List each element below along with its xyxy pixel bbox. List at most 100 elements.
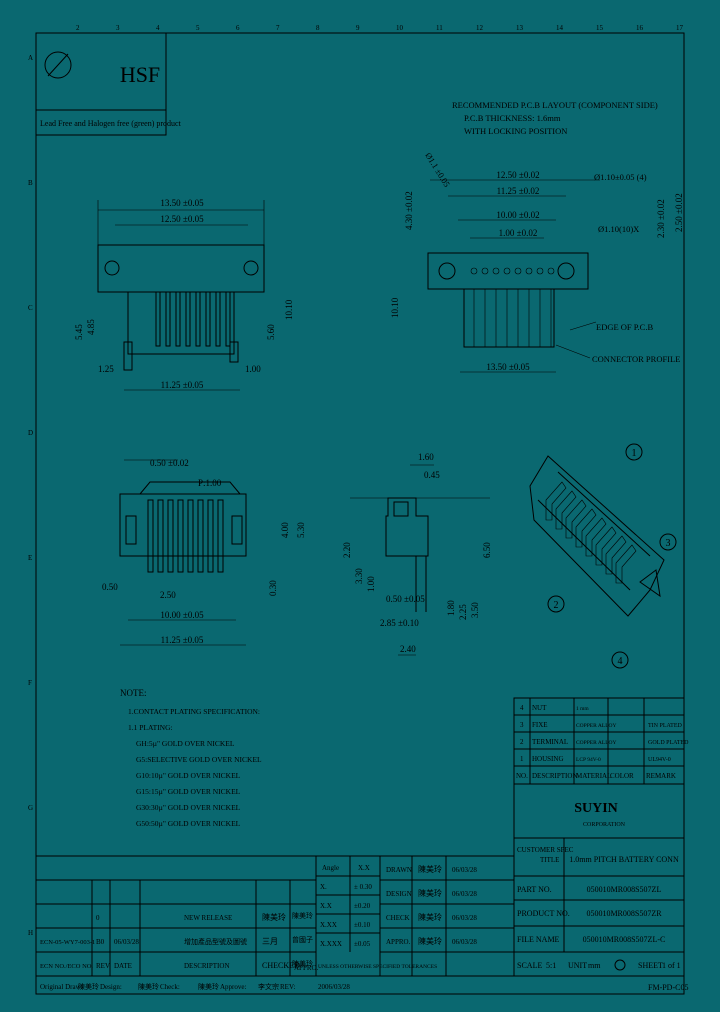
note-line: G50:50µ" GOLD OVER NICKEL bbox=[136, 819, 241, 828]
iso-terminal bbox=[585, 517, 607, 557]
rev-desc: DESCRIPTION bbox=[184, 962, 230, 970]
bom-part: NUT bbox=[532, 704, 547, 712]
side-dim-2-25: 2.25 bbox=[458, 604, 468, 620]
scale-label: SCALE bbox=[517, 961, 542, 970]
bom-part: FIXE bbox=[532, 721, 548, 729]
front-pin bbox=[157, 499, 164, 573]
top-pin bbox=[225, 291, 231, 347]
rev-extra: 陳美玲 bbox=[292, 959, 313, 968]
side-dim-0-50: 0.50 ±0.05 bbox=[386, 594, 425, 604]
tol-b: ±0.20 bbox=[354, 902, 371, 910]
pcb-dim-4-30: 4.30 ±0.02 bbox=[404, 191, 414, 230]
pcb-dim-1-00: 1.00 ±0.02 bbox=[499, 228, 538, 238]
ruler-top-mark: 9 bbox=[356, 24, 360, 32]
tol-header: Angle bbox=[322, 864, 339, 872]
dim-13-50: 13.50 ±0.05 bbox=[160, 198, 204, 208]
ruler-left-mark: H bbox=[28, 929, 33, 937]
customer-spec-label: CUSTOMER SPEC bbox=[517, 846, 574, 854]
pcb-layout-view: RECOMMENDED P.C.B LAYOUT (COMPONENT SIDE… bbox=[390, 100, 684, 373]
bom-header: COLOR bbox=[610, 772, 634, 780]
rev-rev: B0 bbox=[96, 938, 105, 946]
notes-block: NOTE: 1.CONTACT PLATING SPECIFICATION:1.… bbox=[120, 688, 262, 828]
signoff-role: DRAWN bbox=[386, 866, 412, 874]
isometric-view: 1 3 2 4 bbox=[529, 443, 677, 669]
rev-by: 陳美玲 bbox=[262, 912, 286, 922]
front-pin bbox=[207, 499, 214, 573]
front-pin bbox=[197, 499, 204, 573]
front-dim-4-00: 4.00 bbox=[280, 522, 290, 538]
hsf-logo-box: HSF Lead Free and Halogen free (green) p… bbox=[35, 32, 182, 136]
top-pin bbox=[185, 291, 191, 347]
balloon-4: 4 bbox=[618, 656, 623, 667]
bom-no: 2 bbox=[520, 738, 524, 746]
tol-a: X.XX bbox=[320, 921, 337, 929]
ruler-top-mark: 3 bbox=[116, 24, 120, 32]
bom-spec: LCP 94V-0 bbox=[576, 757, 601, 763]
footer-item: REV: bbox=[280, 983, 295, 991]
signoff-date: 06/03/28 bbox=[452, 866, 477, 874]
footer-item: Original Draw: bbox=[40, 983, 83, 991]
projection-icon bbox=[614, 959, 626, 971]
footer-item: 2006/03/28 bbox=[318, 983, 350, 991]
footer-item: 陳美玲 bbox=[198, 982, 219, 991]
rev-approve: APPRO. bbox=[294, 964, 319, 972]
signoff-name: 陳美玲 bbox=[418, 936, 442, 946]
bom-no: 3 bbox=[520, 721, 524, 729]
note-line: G30:30µ" GOLD OVER NICKEL bbox=[136, 803, 241, 812]
notes-title: NOTE: bbox=[120, 688, 147, 698]
side-dim-1-80: 1.80 bbox=[446, 600, 456, 616]
ruler-top-mark: 16 bbox=[636, 24, 644, 32]
front-view: 0.50 ±0.02 P:1.00 4.00 5.30 0.30 0.50 2.… bbox=[102, 458, 306, 646]
signoff-role: APPRO. bbox=[386, 938, 411, 946]
side-dim-3-50: 3.50 bbox=[470, 602, 480, 618]
tolerance-note: UNLESS OTHERWISE SPECIFIED TOLERANCES bbox=[318, 964, 437, 970]
part-no-label: PART NO. bbox=[517, 885, 552, 894]
tol-a: X.X bbox=[320, 902, 332, 910]
bom-part: HOUSING bbox=[532, 755, 564, 763]
signoff-role: DESIGN bbox=[386, 890, 412, 898]
footer-item: Design: bbox=[100, 983, 122, 991]
ruler-top-mark: 17 bbox=[676, 24, 684, 32]
rev-desc: 增加產品型號及圖號 bbox=[184, 937, 247, 946]
rev-ecn: ECN-05-WY7-003-1 bbox=[40, 939, 95, 946]
ruler-left-mark: E bbox=[28, 554, 32, 562]
bom-color: GOLD PLATED bbox=[648, 740, 689, 746]
pcb-dim-11-25: 11.25 ±0.02 bbox=[497, 186, 540, 196]
pcb-dim-holes10: Ø1.10(10)X bbox=[598, 224, 639, 234]
ruler-top-mark: 2 bbox=[76, 24, 80, 32]
rev-date: 06/03/28 bbox=[114, 938, 139, 946]
pcb-hole bbox=[536, 267, 544, 275]
iso-terminal bbox=[595, 526, 617, 566]
bom-header: MATERIAL bbox=[576, 772, 611, 780]
rev-ecn: ECN NO./ECO NO. bbox=[40, 963, 93, 970]
rev-desc: NEW RELEASE bbox=[184, 914, 232, 922]
balloon-1: 1 bbox=[632, 448, 637, 459]
front-dim-pitch: 0.50 ±0.02 bbox=[150, 458, 189, 468]
side-dim-1-60: 1.60 bbox=[418, 452, 434, 462]
top-pin bbox=[155, 291, 161, 347]
edge-pcb-label: EDGE OF P.C.B bbox=[596, 322, 653, 332]
pcb-dim-12-50: 12.50 ±0.02 bbox=[496, 170, 539, 180]
dim-1-00: 1.00 bbox=[245, 364, 261, 374]
front-dim-p100: P:1.00 bbox=[198, 478, 222, 488]
tol-b: ±0.05 bbox=[354, 940, 371, 948]
ruler-left-mark: F bbox=[28, 679, 32, 687]
sheet-value: 1 of 1 bbox=[662, 961, 681, 970]
company-name: SUYIN bbox=[574, 801, 618, 816]
signoff-name: 陳美玲 bbox=[418, 864, 442, 874]
iso-terminal bbox=[555, 490, 577, 530]
pcb-hole bbox=[514, 267, 522, 275]
dim-1-25: 1.25 bbox=[98, 364, 114, 374]
pcb-thickness: P.C.B THICKNESS: 1.6mm bbox=[464, 113, 561, 123]
ruler-top-mark: 14 bbox=[556, 24, 564, 32]
top-pin bbox=[205, 291, 211, 347]
iso-terminal bbox=[545, 481, 567, 521]
side-dim-2-85: 2.85 ±0.10 bbox=[380, 618, 419, 628]
bom-spec: 1 mm bbox=[576, 706, 589, 712]
rev-extra: 陳美玲 bbox=[292, 911, 313, 920]
ruler-left-mark: G bbox=[28, 804, 33, 812]
